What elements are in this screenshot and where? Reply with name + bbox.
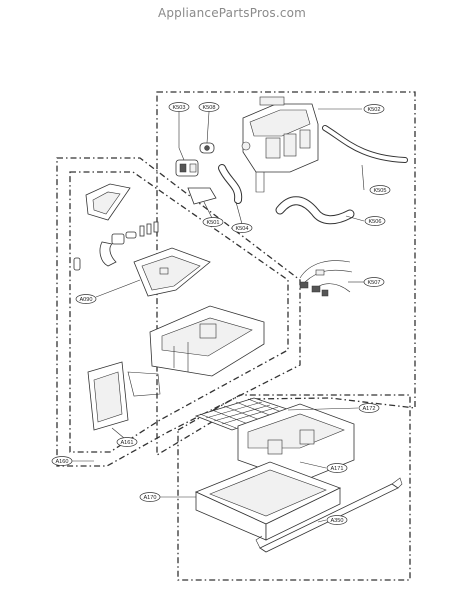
callout-label-a171: A171: [330, 466, 343, 472]
clamp-k508-part: [199, 142, 215, 154]
callout-label-a161: A161: [120, 440, 133, 446]
detergent-tray-part: [133, 247, 211, 297]
callout-k502: K502: [363, 104, 385, 114]
callout-label-a170: A170: [143, 495, 156, 501]
callout-label-a090: A090: [79, 297, 92, 303]
callout-label-k507: K507: [367, 280, 380, 286]
callout-label-k508: K508: [202, 105, 215, 111]
callout-label-k506: K506: [368, 219, 381, 225]
callout-a161: A161: [116, 437, 138, 447]
callout-label-a160: A160: [55, 459, 68, 465]
callout-label-k505: K505: [373, 188, 386, 194]
callout-k508: K508: [198, 102, 220, 112]
callout-label-a350: A350: [330, 518, 343, 524]
site-watermark: AppliancePartsPros.com: [157, 6, 307, 20]
base-tray-part: [194, 461, 342, 541]
drawer-inner-boundary: [69, 171, 289, 453]
callout-k505: K505: [369, 185, 391, 195]
drawer-body-part: [149, 305, 265, 377]
upper-group-boundary: [156, 91, 416, 457]
callout-label-k504: K504: [235, 226, 248, 232]
callout-a170: A170: [139, 492, 161, 502]
leader-lines: [72, 108, 365, 523]
wire-harness-part: [299, 260, 353, 297]
lower-group-boundary: [177, 394, 411, 581]
callout-a090: A090: [75, 294, 97, 304]
water-valve-part: [175, 159, 199, 177]
callout-k506: K506: [364, 216, 386, 226]
callout-a350: A350: [326, 515, 348, 525]
callout-k504: K504: [231, 223, 253, 233]
callout-label-a172: A172: [362, 406, 375, 412]
hose-k505-part: [322, 125, 408, 163]
drawer-front-panel-part: [87, 361, 161, 431]
callout-a172: A172: [358, 403, 380, 413]
callout-a171: A171: [326, 463, 348, 473]
small-fittings-part: [73, 221, 159, 271]
dispenser-cap-part: [85, 183, 131, 221]
callout-label-k503: K503: [172, 105, 185, 111]
frame-part: [237, 403, 355, 483]
callout-label-k501: K501: [206, 220, 219, 226]
main-housing-part: [241, 96, 319, 193]
callout-k501: K501: [202, 217, 224, 227]
callout-k507: K507: [363, 277, 385, 287]
callout-k503: K503: [168, 102, 190, 112]
bracket-k501-part: [187, 187, 217, 205]
callout-label-k502: K502: [367, 107, 380, 113]
callout-a160: A160: [51, 456, 73, 466]
